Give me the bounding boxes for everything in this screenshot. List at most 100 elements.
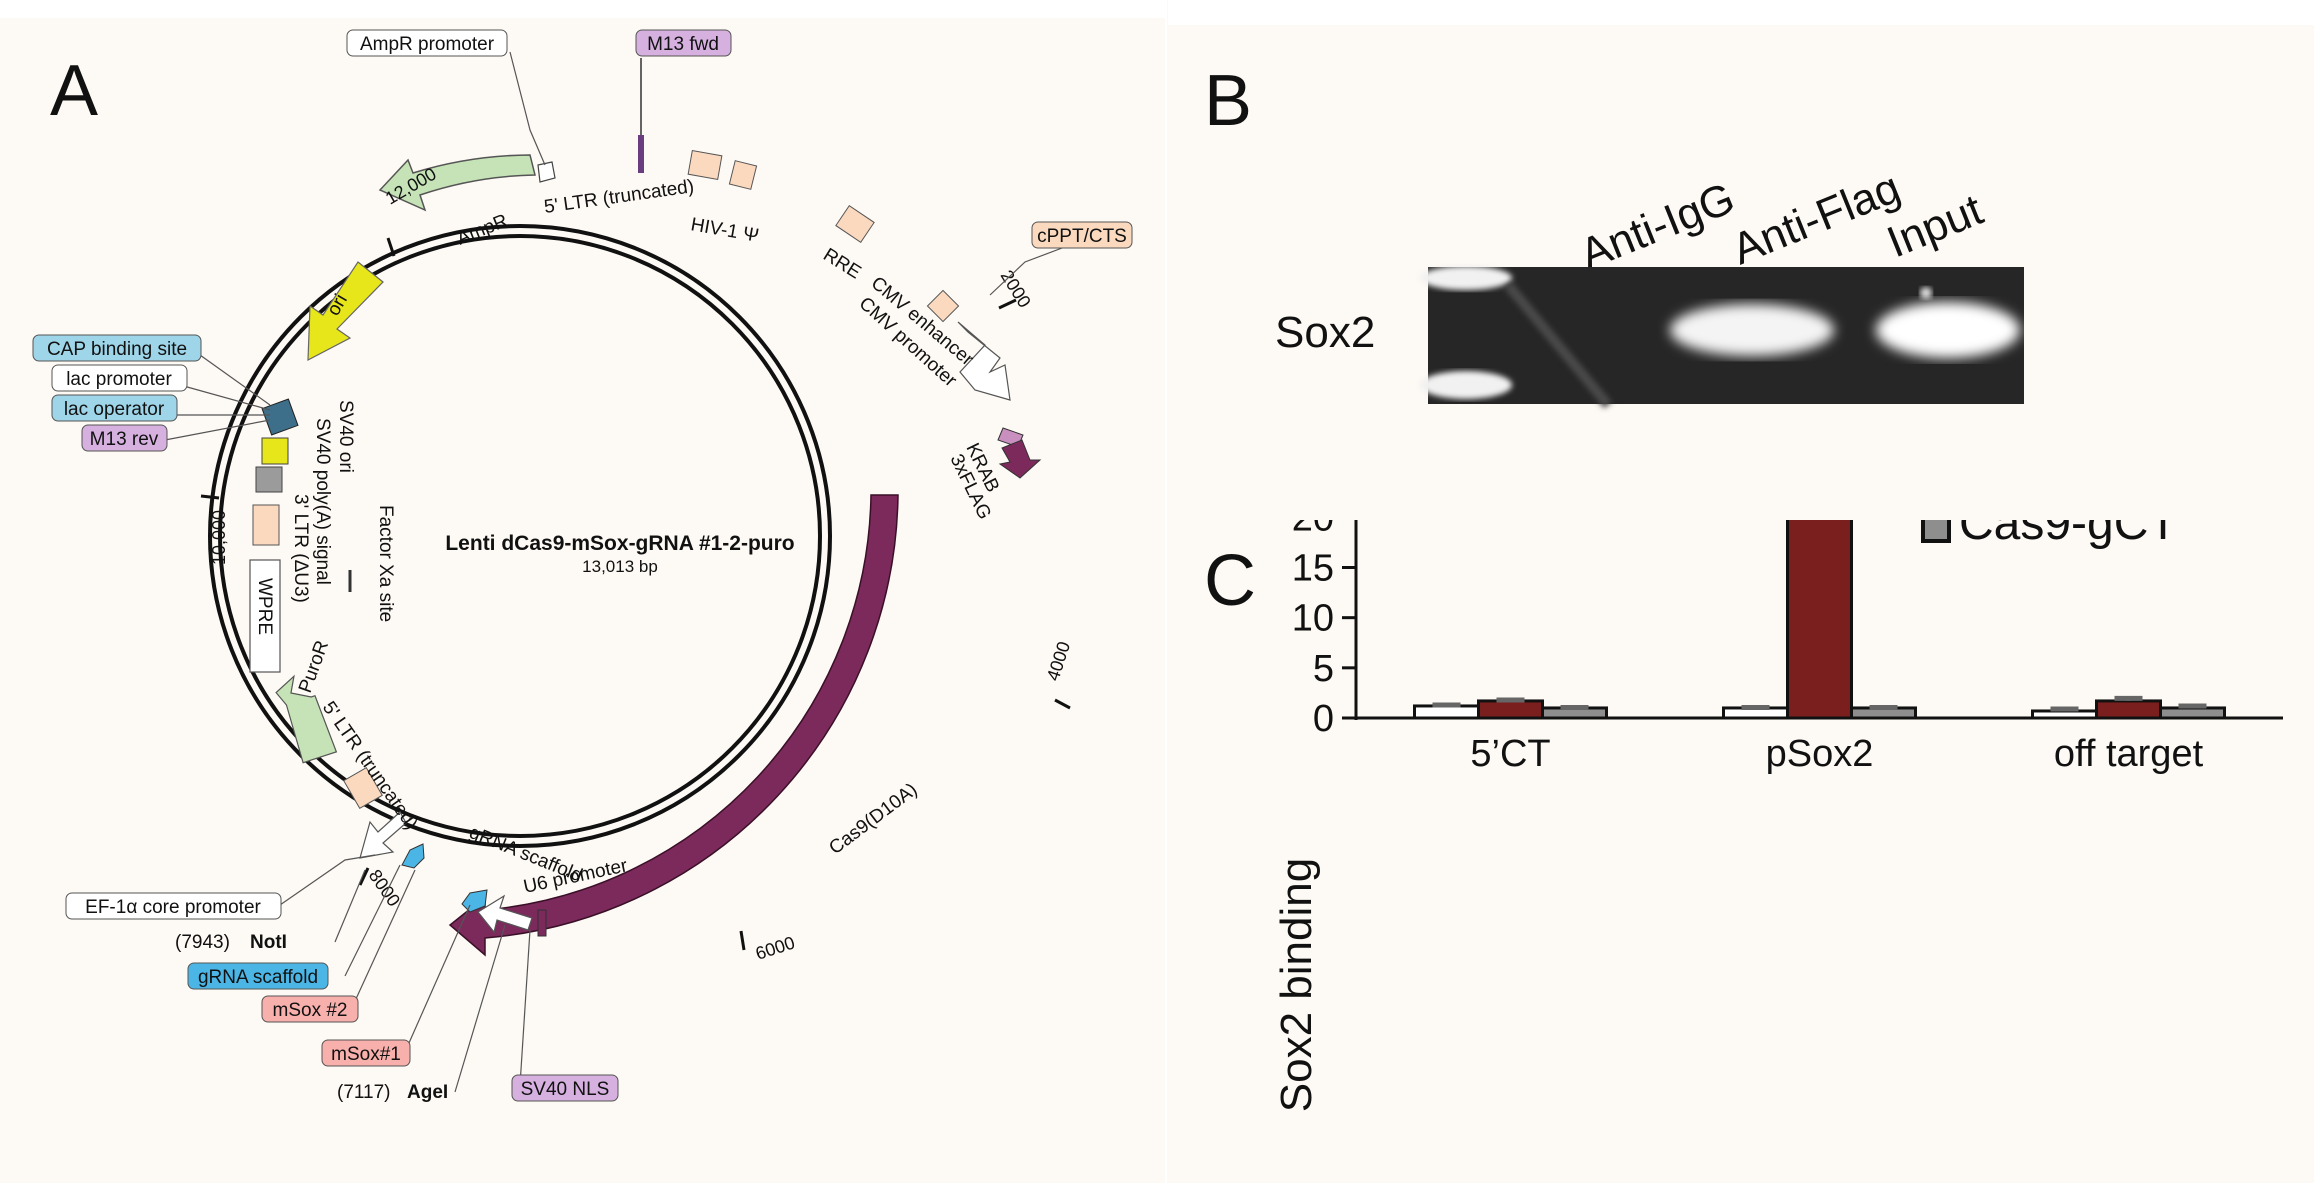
agei-position: (7117)	[337, 1082, 391, 1103]
ring-tick-4000	[1054, 698, 1071, 710]
callout-ef1a: EF-1α core promoter	[65, 892, 282, 920]
gel-row-label: Sox2	[1275, 308, 1375, 357]
panel-b-letter: B	[1204, 61, 1252, 141]
svg-text:AmpR promoter: AmpR promoter	[360, 34, 495, 55]
gel-figure: B Anti-IgG Anti-Flag Input Sox2	[1204, 61, 2024, 409]
svg-text:lac operator: lac operator	[64, 399, 165, 420]
callout-lac-operator: lac operator	[51, 394, 178, 422]
bar	[1786, 467, 1853, 720]
ring-tick-8000	[358, 867, 370, 886]
rre-feature	[835, 204, 875, 244]
ltr5b-feature	[343, 766, 383, 810]
ampr-feature-arrow	[378, 154, 536, 212]
svg-text:lac promoter: lac promoter	[66, 369, 172, 390]
svg-text:M13 rev: M13 rev	[90, 429, 159, 450]
sv40-ori-label: SV40 ori	[335, 400, 356, 473]
wpre-label: WPRE	[254, 578, 275, 635]
cas9-label: Cas9(D10A)	[825, 779, 921, 859]
y-axis-label: Sox2 binding	[1272, 858, 1321, 1112]
bar-chart: C Sox2 binding 051015202530 5’CTpSox2off…	[1204, 397, 2283, 1112]
backbone-ring-outer	[208, 224, 832, 848]
svg-text:M13 fwd: M13 fwd	[647, 34, 719, 55]
grna2-feature	[401, 843, 425, 869]
svg-text:mSox #2: mSox #2	[273, 1000, 348, 1021]
ampr-label: AmpR	[454, 210, 511, 249]
ltr3-label: 3' LTR (ΔU3)	[290, 494, 311, 603]
gel-smear	[1504, 281, 1612, 409]
callout-ampr-promoter: AmpR promoter	[346, 29, 508, 57]
grna-scaffold-feature	[461, 889, 488, 913]
callout-grna-scaffold: gRNA scaffold	[187, 962, 329, 990]
band-input	[1876, 302, 2020, 358]
plasmid-size: 13,013 bp	[582, 557, 658, 576]
callout-m13-rev: M13 rev	[81, 424, 168, 452]
svg-text:CAP binding site: CAP binding site	[47, 339, 187, 360]
ring-label-10000: 10,000	[209, 510, 229, 565]
factor-xa-label: Factor Xa site	[375, 505, 396, 622]
y-tick-label: 0	[1313, 698, 1334, 740]
m13-fwd-marker	[638, 135, 644, 173]
y-tick-label: 10	[1292, 598, 1334, 640]
sv40-polya-label: SV40 poly(A) signal	[312, 418, 333, 585]
plasmid-map-panel: A 12,000 2000 40	[0, 0, 1167, 1183]
ef1a-feature-arrow	[359, 811, 407, 859]
hiv-psi-label: HIV-1 Ψ	[689, 214, 760, 247]
ring-tick-6000	[739, 930, 746, 951]
bar-chart-panel: C Sox2 binding 051015202530 5’CTpSox2off…	[1168, 397, 2314, 1165]
ring-label-2000: 2000	[997, 267, 1035, 312]
flag-feature-arrow	[998, 439, 1042, 479]
cas9-feature-arc	[448, 494, 899, 957]
svg-text:cPPT/CTS: cPPT/CTS	[1037, 226, 1127, 247]
y-tick-label: 15	[1292, 548, 1334, 590]
rre-label: RRE	[819, 244, 864, 283]
plasmid-name: Lenti dCas9-mSox-gRNA #1-2-puro	[445, 532, 794, 555]
wpre-feature	[249, 559, 281, 673]
x-category-label: off target	[2054, 733, 2204, 775]
puror-feature-arrow	[275, 674, 338, 764]
lac-operator-feature	[261, 398, 299, 436]
noti-site: NotI	[250, 932, 287, 953]
sv40-polya-feature	[255, 466, 283, 493]
y-tick-label: 20	[1292, 520, 1334, 539]
panel-a-letter: A	[50, 51, 98, 131]
callout-m13-fwd: M13 fwd	[635, 29, 732, 57]
ring-label-8000: 8000	[365, 866, 404, 910]
ampr-promoter-feature	[537, 161, 556, 183]
sv40-nls-feature	[537, 909, 547, 937]
callout-cppt: cPPT/CTS	[1031, 221, 1133, 249]
cmv-feature-arrow	[957, 321, 1011, 401]
bar	[2095, 699, 2162, 720]
panel-c-letter: C	[1204, 541, 1256, 621]
svg-text:EF-1α core promoter: EF-1α core promoter	[85, 897, 261, 918]
hiv-psi-feature	[728, 160, 758, 190]
ltr5b-label: 5' LTR (truncated)	[318, 698, 422, 834]
u6-feature-arrow	[477, 894, 533, 934]
ltr5-label: 5' LTR (truncated)	[543, 176, 696, 218]
ring-tick-12000	[386, 237, 396, 257]
callout-lac-promoter: lac promoter	[51, 364, 188, 392]
gel-speck	[1920, 287, 1932, 299]
cppt-feature	[926, 289, 960, 323]
legend-swatch	[1921, 513, 1951, 543]
lane-label-flag: Anti-Flag	[1725, 163, 1907, 274]
band-anti-flag	[1670, 304, 1834, 356]
ladder-band-upper	[1420, 266, 1512, 290]
bar	[1413, 704, 1480, 720]
svg-text:gRNA scaffold: gRNA scaffold	[198, 967, 318, 988]
ring-label-6000: 6000	[753, 932, 797, 963]
bar	[1477, 699, 1544, 720]
ltr3-feature	[252, 504, 280, 546]
ladder-band-lower	[1420, 371, 1512, 399]
callout-msox1: mSox#1	[321, 1039, 411, 1067]
lane-label-igg: Anti-IgG	[1573, 173, 1741, 279]
ltr5-feature	[687, 149, 723, 181]
gel-panel: B Anti-IgG Anti-Flag Input Sox2	[1168, 0, 2314, 545]
ring-label-4000: 4000	[1043, 639, 1074, 683]
ring-tick-2000	[998, 298, 1017, 310]
bar	[2159, 706, 2226, 720]
y-tick-label: 5	[1313, 648, 1334, 690]
ring-tick-10000	[200, 494, 220, 500]
sv40-ori-feature	[261, 437, 289, 465]
svg-text:SV40 NLS: SV40 NLS	[521, 1079, 610, 1100]
x-category-label: 5’CT	[1470, 733, 1550, 775]
